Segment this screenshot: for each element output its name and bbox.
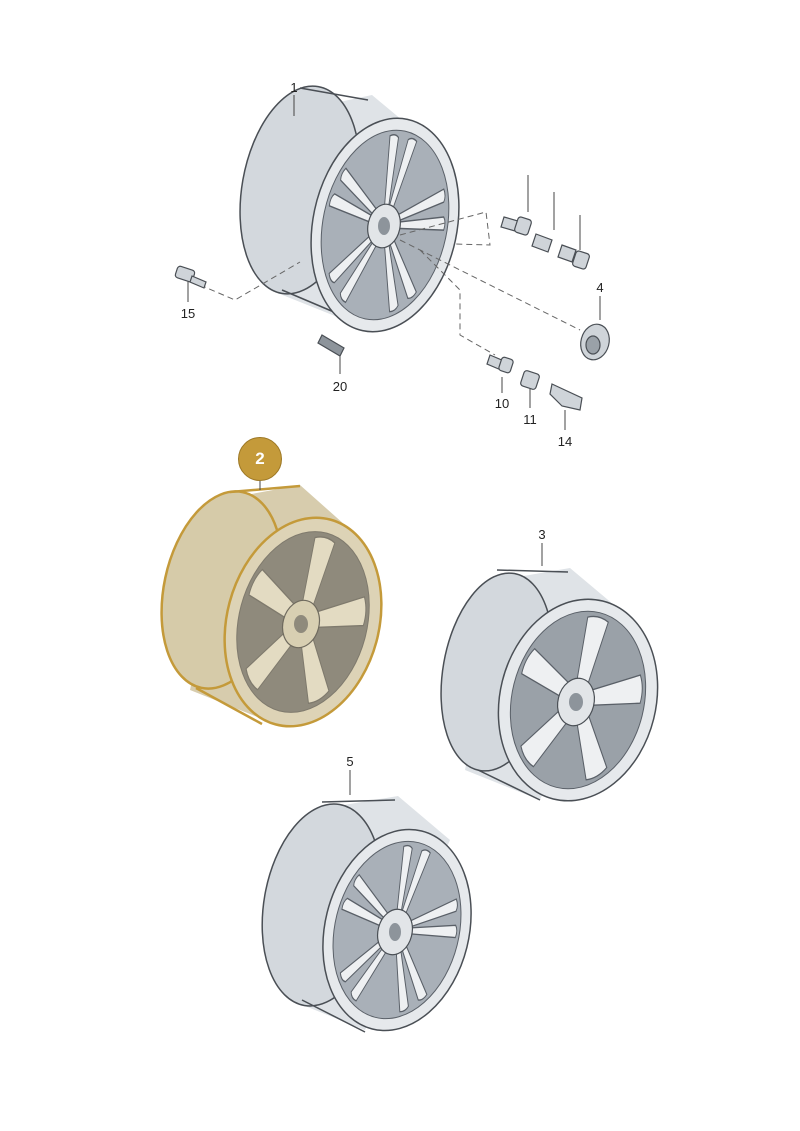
callout-15: 15 [180, 306, 196, 321]
callout-5: 5 [346, 754, 354, 769]
wheel-1 [239, 85, 460, 333]
wheel-5 [261, 770, 472, 1033]
callout-2-highlight-badge[interactable]: 2 [238, 437, 282, 481]
wheel-2 [160, 481, 383, 728]
small-parts [174, 265, 610, 411]
callout-10: 10 [494, 396, 510, 411]
dash-lines-top [199, 211, 581, 356]
callout-3: 3 [538, 527, 546, 542]
wheel-3 [440, 543, 659, 802]
leader-lines-top [187, 95, 601, 430]
callout-14: 14 [557, 434, 573, 449]
callout-20: 20 [332, 379, 348, 394]
callout-1: 1 [290, 80, 298, 95]
callout-4: 4 [596, 280, 604, 295]
lug-bolt-group-top [500, 216, 590, 270]
callout-11: 11 [523, 412, 537, 427]
